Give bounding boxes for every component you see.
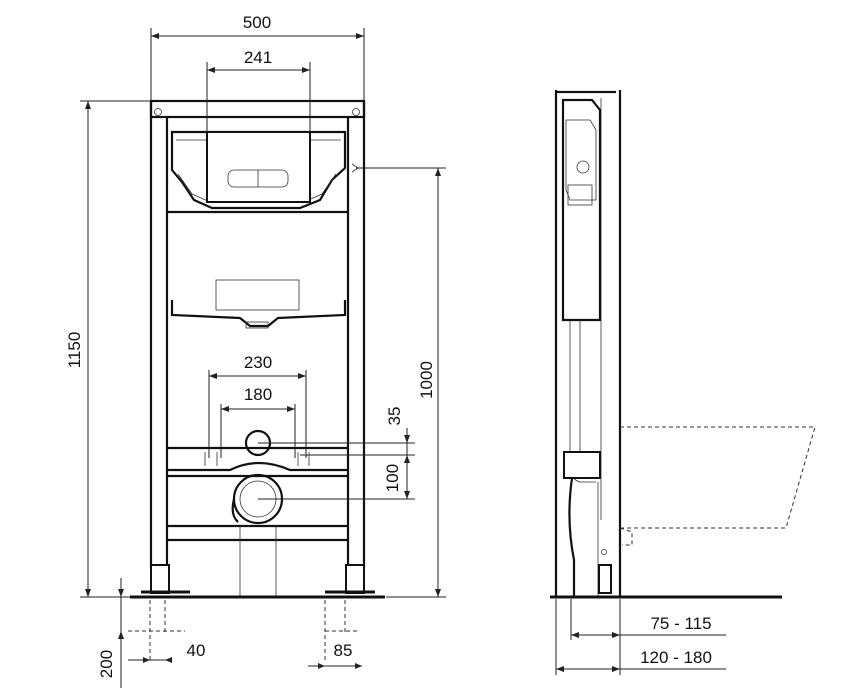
side-valve-knob: [576, 160, 590, 174]
valve-outlet: [245, 321, 269, 329]
dim-actuation-height: 1000: [417, 361, 436, 399]
dim-flush-plate-width: 241: [244, 48, 272, 67]
wc-pan-outline: [620, 426, 816, 529]
side-cistern: [561, 98, 602, 322]
dim-wall-depth-inner: 75 - 115: [650, 614, 711, 633]
dim-foot-right: 85: [334, 641, 353, 660]
side-waste-pipe: [568, 477, 576, 598]
front-dimensions: 500 241 1150 1000 230 180: [65, 13, 446, 688]
flush-plate: [206, 131, 311, 203]
side-pan-connector: [563, 451, 601, 479]
dim-bolt-spacing-inner: 180: [244, 385, 272, 404]
side-valve-body: [567, 184, 593, 206]
side-foot: [598, 564, 612, 594]
frame-top-rail: [149, 99, 366, 119]
mount-hole-left: [154, 108, 162, 116]
service-opening: [215, 279, 300, 311]
bolt-rail: [167, 446, 348, 472]
foot-left: [150, 564, 170, 594]
dim-total-height: 1150: [65, 332, 84, 369]
cistern-bottom: [170, 300, 347, 328]
bolt-markers: [204, 452, 310, 466]
mount-hole-right: [352, 108, 360, 116]
side-cistern-valve: [565, 119, 597, 201]
outlet-bend: [231, 498, 239, 523]
dim-foot-adjust: 200: [97, 650, 116, 678]
dim-bolt-spacing-outer: 230: [244, 353, 272, 372]
side-dimensions: 75 - 115 120 - 180: [555, 599, 726, 675]
dim-foot-left: 40: [187, 641, 206, 660]
foot-right: [345, 564, 365, 594]
side-foot-bolt: [601, 549, 607, 555]
dim-frame-width: 500: [243, 13, 271, 32]
dim-inlet-offset: 35: [385, 407, 404, 426]
front-view: [130, 99, 385, 599]
cistern-top: [170, 130, 347, 210]
wc-pan-connector: [619, 527, 633, 546]
side-view: [550, 90, 816, 599]
dim-outlet-offset: 100: [383, 464, 402, 492]
dim-wall-depth-outer: 120 - 180: [640, 648, 712, 667]
